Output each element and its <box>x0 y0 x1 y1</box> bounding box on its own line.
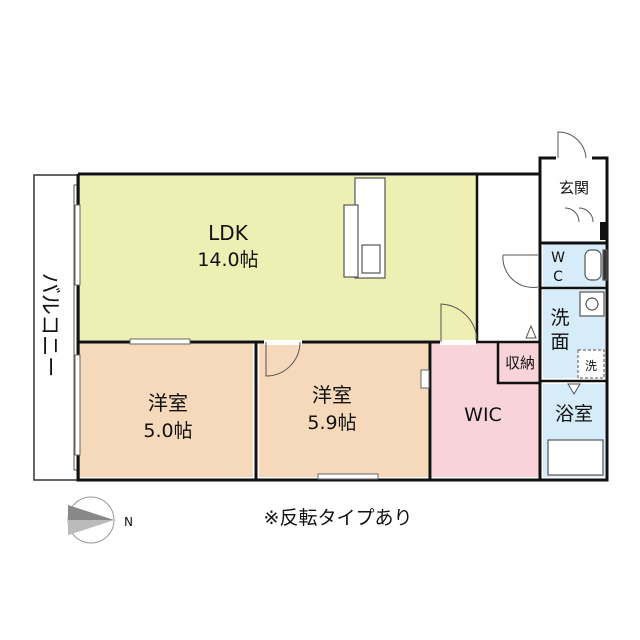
step-marks <box>525 324 581 395</box>
ldk-name: LDK <box>208 221 249 245</box>
bathtub <box>547 439 604 476</box>
western1-size: 5.0帖 <box>143 420 192 442</box>
storage-name: 収納 <box>505 354 535 372</box>
hallway <box>479 176 539 342</box>
bath-name: 浴室 <box>555 403 593 425</box>
entrance-name: 玄関 <box>559 179 589 197</box>
balcony-label: バルコニー <box>38 273 62 378</box>
wc-line1: W <box>551 250 565 266</box>
ldk-size: 14.0帖 <box>197 249 258 271</box>
kitchen-counter <box>343 177 386 279</box>
washroom-line2: 面 <box>550 331 569 353</box>
western2-name: 洋室 <box>312 383 352 407</box>
washbasin <box>579 291 605 317</box>
ldk-room <box>80 176 477 340</box>
washer-label: 洗 <box>585 359 597 373</box>
window-marks <box>74 204 430 480</box>
door-swings <box>265 131 594 377</box>
western-room-2 <box>259 343 429 477</box>
western2-size: 5.9帖 <box>307 412 356 434</box>
washer-space <box>577 349 605 379</box>
door-gaps <box>264 155 592 345</box>
compass-label: N <box>124 515 133 529</box>
compass: N <box>67 496 133 544</box>
washroom-line1: 洗 <box>550 307 569 329</box>
note-text: ※反転タイプあり <box>264 507 413 529</box>
wic-name: WIC <box>464 404 502 426</box>
balcony-area <box>33 174 80 481</box>
compass-needle-light <box>68 520 114 535</box>
western1-name: 洋室 <box>148 391 188 415</box>
toilet <box>584 249 608 281</box>
entrance-block <box>600 222 608 240</box>
western-room-1 <box>80 343 253 477</box>
wc-line2: C <box>553 269 563 285</box>
wic-room <box>432 343 540 477</box>
